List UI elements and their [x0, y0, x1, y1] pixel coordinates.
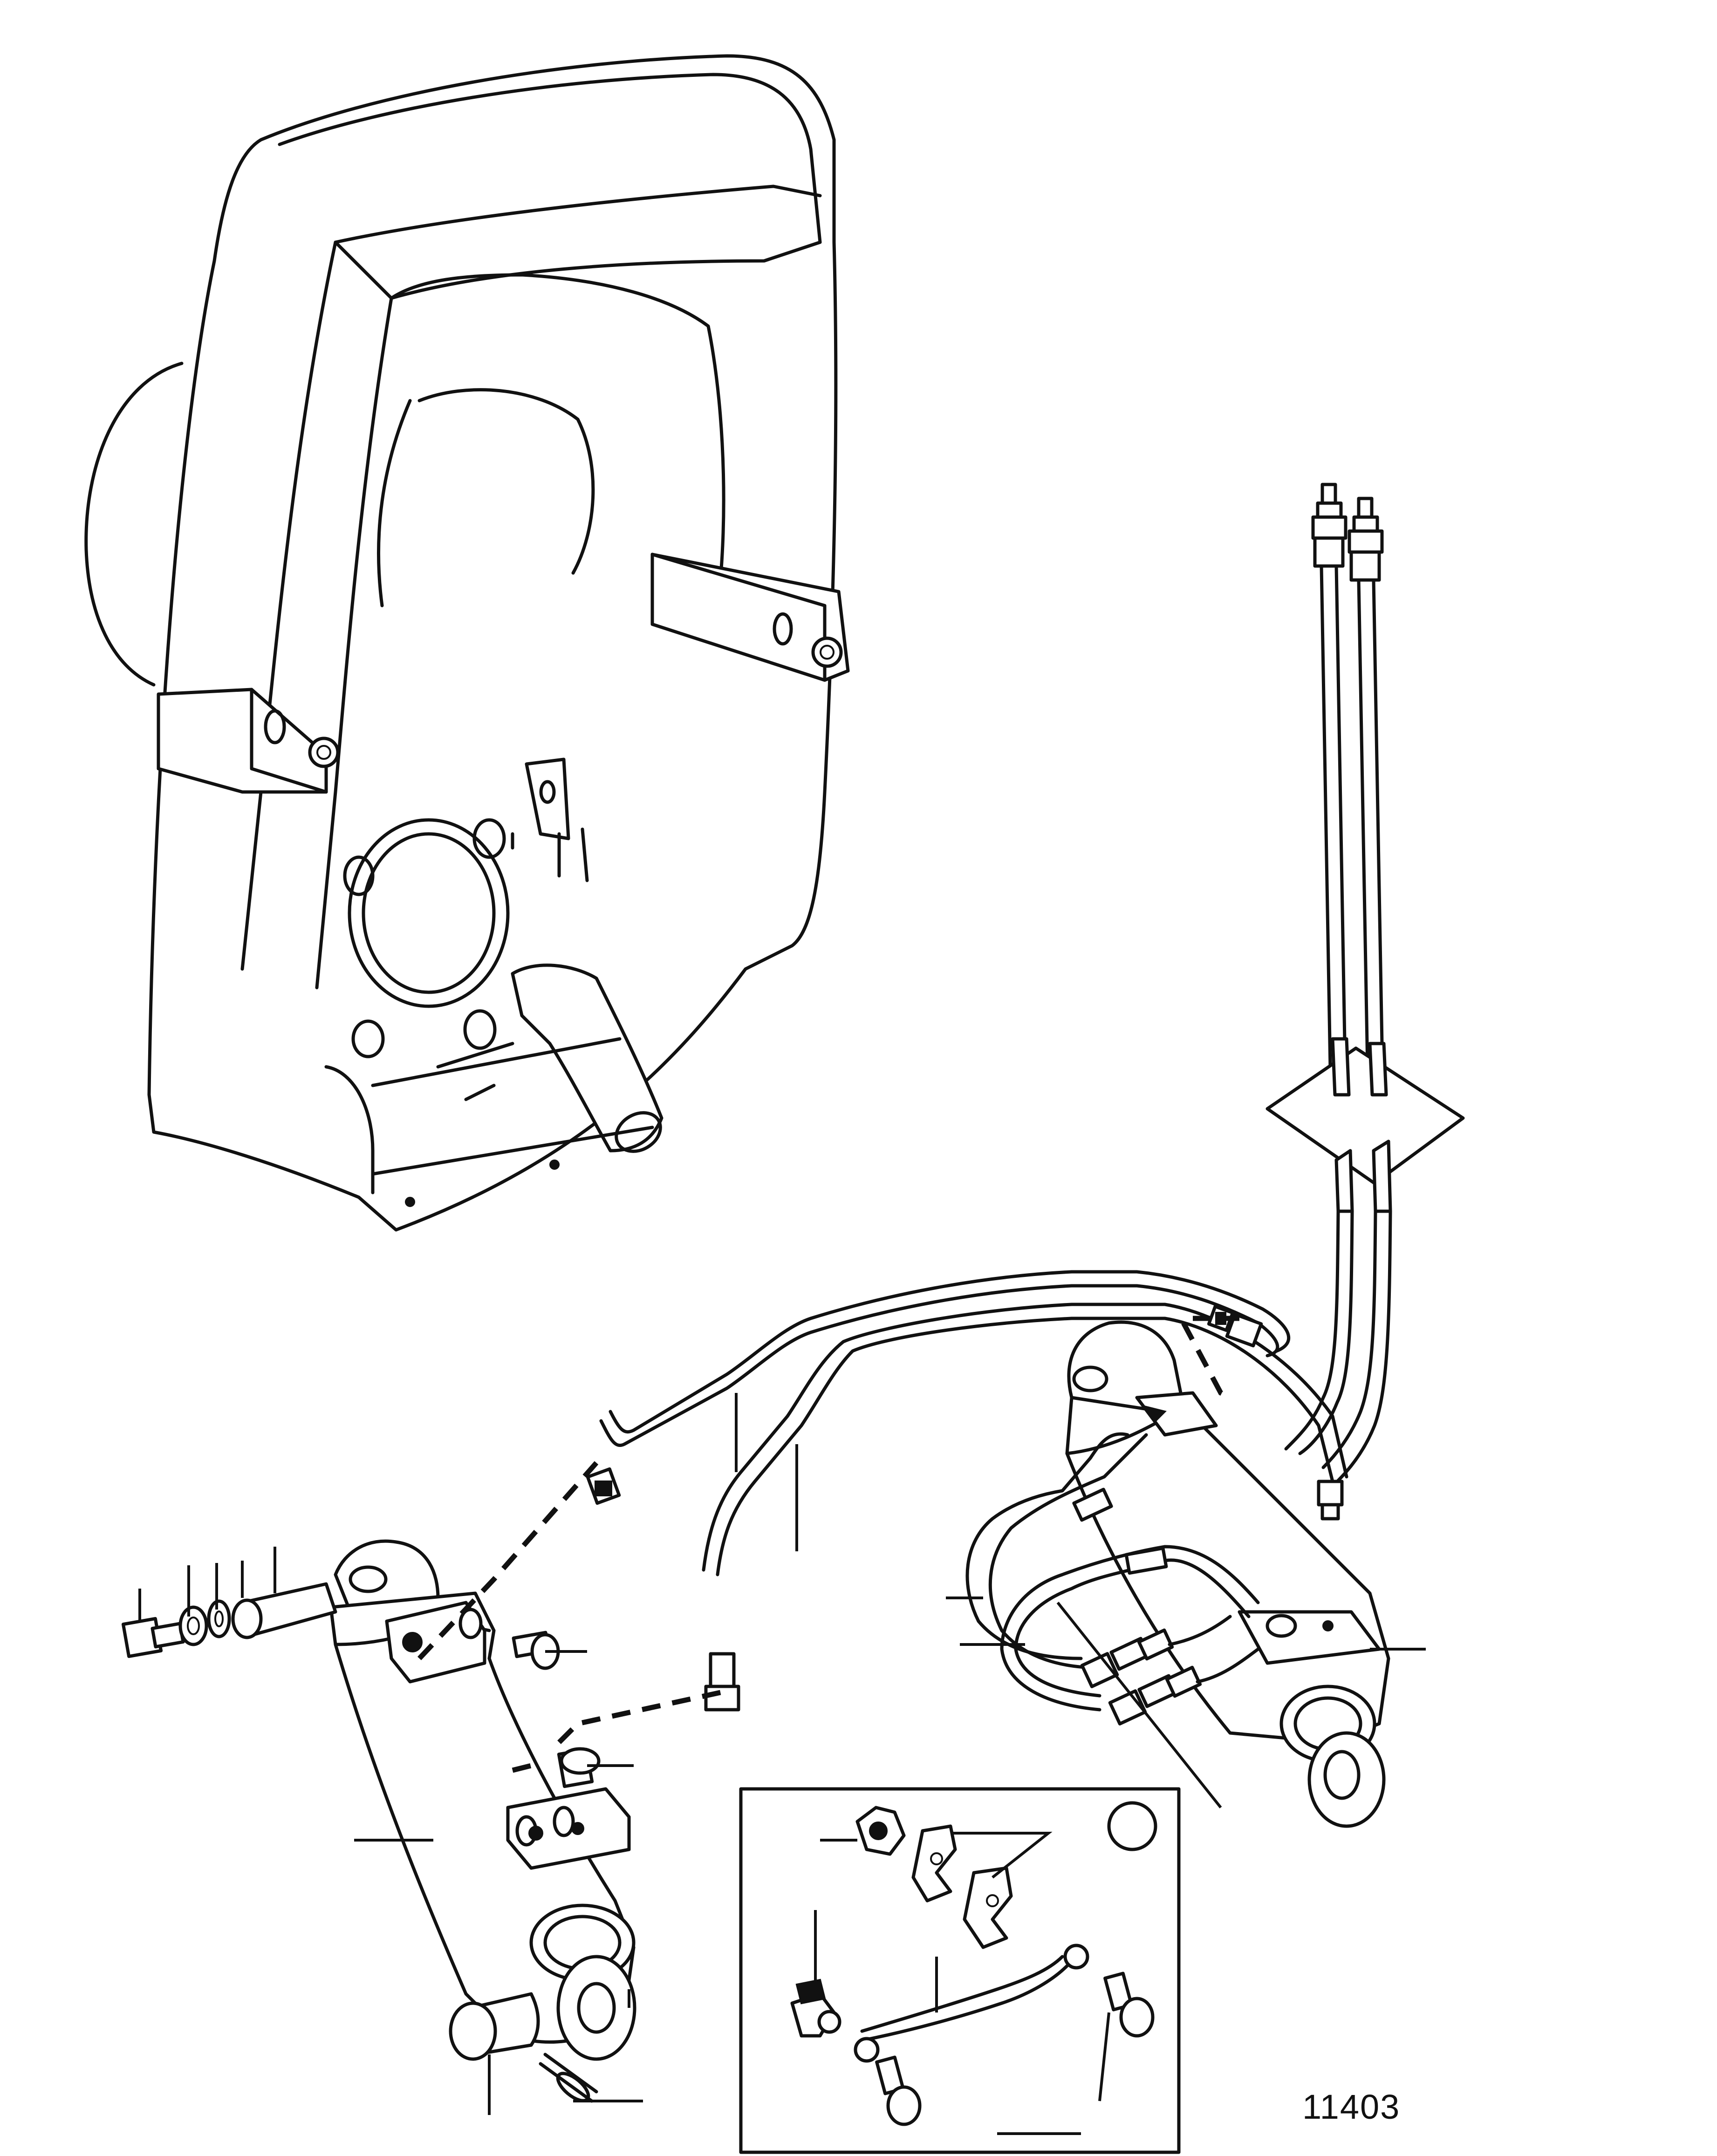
transom-shield-icon — [84, 54, 850, 1232]
hose-clamp-detail-icon — [739, 1787, 1181, 2154]
figure-number: 11403 — [1302, 2088, 1401, 2126]
port-trim-cylinder-icon — [329, 1461, 728, 2061]
cylinder-pin-bolt-icon — [121, 1582, 598, 2103]
hydraulic-hose-pair-icon — [1266, 483, 1465, 1483]
steel-pipe-icon — [586, 1270, 1348, 1712]
callout-leaders — [138, 1393, 1426, 2135]
